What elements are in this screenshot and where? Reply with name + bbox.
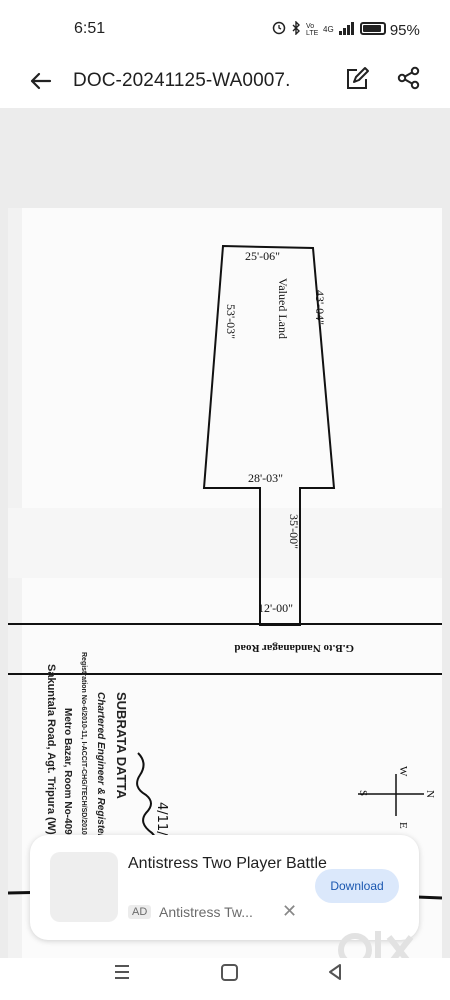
close-icon[interactable]: ✕ xyxy=(282,901,298,921)
compass-w: W xyxy=(397,766,409,777)
stamp-line-4: Metro Bazar, Room No-409, xyxy=(62,708,73,838)
ad-banner[interactable]: Antistress Two Player Battle AD Antistre… xyxy=(30,835,419,940)
compass-s: S xyxy=(357,790,369,796)
app-toolbar: DOC-20241125-WA0007. xyxy=(0,58,450,106)
dim-bottom-label: 12'-00" xyxy=(258,601,293,615)
signal-label: 4G xyxy=(323,24,334,34)
dim-top-label: 25'-06" xyxy=(245,249,280,263)
road-label: G.B.to Nandanagar Road xyxy=(234,642,354,654)
system-nav-bar xyxy=(0,958,450,1000)
compass-e: E xyxy=(397,822,409,829)
document-title: DOC-20241125-WA0007. xyxy=(73,70,291,91)
battery-indicator: 95% xyxy=(359,21,420,39)
dim-left-label: 53'-03" xyxy=(224,304,238,339)
status-bar: 6:51 Vo LTE 4G 95% xyxy=(0,0,450,58)
bluetooth-icon xyxy=(291,20,301,38)
dim-strip-label: 35'-00" xyxy=(287,514,301,549)
arrow-left-icon[interactable] xyxy=(26,66,56,96)
ad-badge: AD xyxy=(128,905,152,919)
stamp-line-1: SUBRATA DATTA xyxy=(114,692,129,799)
share-icon[interactable] xyxy=(396,65,422,91)
dim-mid-label: 28'-03" xyxy=(248,471,283,485)
document-viewer[interactable]: 25'-06" 43'-04" 53'-03" Valued Land 28'-… xyxy=(0,108,450,958)
ad-thumbnail[interactable] xyxy=(50,852,118,922)
menu-icon[interactable] xyxy=(112,964,132,980)
volte-label: Vo LTE xyxy=(306,22,319,37)
stamp-line-5: Sakuntala Road, Agt. Tripura (W) xyxy=(45,664,57,835)
compass-icon xyxy=(358,774,424,816)
ad-title[interactable]: Antistress Two Player Battle xyxy=(128,855,327,872)
stamp-line-3: Registration No-6/2010-11, I-ACCIT-CHG/T… xyxy=(80,652,87,845)
status-time: 6:51 xyxy=(74,20,106,37)
stamp-line-2: Chartered Engineer & Registered valuer xyxy=(95,692,106,883)
download-button[interactable]: Download xyxy=(315,869,399,903)
compass-n: N xyxy=(424,790,436,798)
land-label: Valued Land xyxy=(276,278,290,339)
signal-icon xyxy=(338,21,355,38)
engineer-stamp: SUBRATA DATTA Chartered Engineer & Regis… xyxy=(45,652,129,883)
battery-percent: 95% xyxy=(389,21,420,39)
home-icon[interactable] xyxy=(221,964,238,981)
alarm-icon xyxy=(272,21,286,38)
edit-icon[interactable] xyxy=(344,66,370,92)
battery-icon xyxy=(359,21,386,35)
ad-subtitle: Antistress Tw... xyxy=(159,904,253,920)
status-icons: Vo LTE 4G 95% xyxy=(272,20,420,39)
back-triangle-icon[interactable] xyxy=(326,963,344,981)
dim-right-label: 43'-04" xyxy=(313,290,327,325)
